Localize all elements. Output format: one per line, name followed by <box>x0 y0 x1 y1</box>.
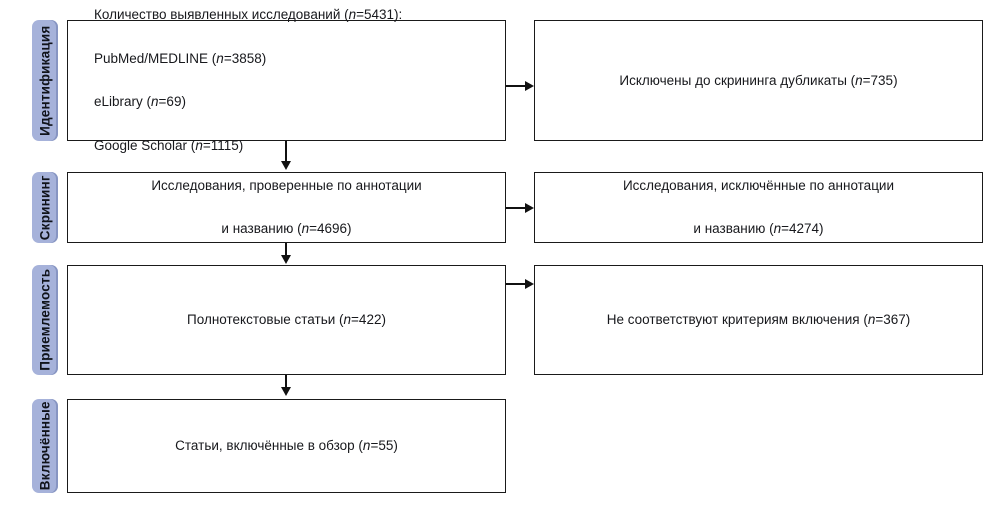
stage-chip-eligibility: Приемлемость <box>32 265 58 375</box>
stage-chip-included: Включённые <box>32 399 58 493</box>
identified-line-2: PubMed/MEDLINE (n=3858) <box>94 50 267 66</box>
stage-label-identification: Идентификация <box>37 25 53 136</box>
box-studies-included: Статьи, включённые в обзор (n=55) <box>67 399 506 493</box>
screened-line-1: Исследования, проверенные по аннотации <box>151 177 422 193</box>
identified-line-1: Количество выявленных исследований (n=54… <box>94 7 403 22</box>
connector-fulltext-to-included <box>285 375 287 389</box>
screened-excluded-line-1: Исследования, исключённые по аннотации <box>622 177 895 193</box>
connector-screened-to-excluded <box>506 207 527 209</box>
stage-label-screening: Скрининг <box>37 175 53 240</box>
box-fulltext-excluded-text: Не соответствуют критериям включения (n=… <box>606 312 911 328</box>
connector-identified-to-duplicates <box>506 85 527 87</box>
box-studies-included-text: Статьи, включённые в обзор (n=55) <box>175 438 398 454</box>
arrowhead-fulltext-to-excluded <box>525 278 534 289</box>
arrowhead-fulltext-to-included <box>280 387 291 396</box>
identified-line-3: eLibrary (n=69) <box>94 94 186 110</box>
box-duplicates-removed: Исключены до скрининга дубликаты (n=735) <box>534 20 983 141</box>
box-fulltext-assessed: Полнотекстовые статьи (n=422) <box>67 265 506 375</box>
identified-line-4: Google Scholar (n=1115) <box>94 138 244 154</box>
box-records-screened: Исследования, проверенные по аннотации и… <box>67 172 506 243</box>
box-records-identified: Количество выявленных исследований (n=54… <box>67 7 506 153</box>
stage-label-eligibility: Приемлемость <box>37 269 53 371</box>
connector-fulltext-to-excluded <box>506 283 527 285</box>
arrowhead-identified-to-duplicates <box>525 80 534 91</box>
arrowhead-screened-to-fulltext <box>280 255 291 264</box>
box-fulltext-assessed-text: Полнотекстовые статьи (n=422) <box>187 312 386 328</box>
arrowhead-identified-to-screened <box>280 161 291 170</box>
connector-screened-to-fulltext <box>285 243 287 257</box>
stage-label-included: Включённые <box>37 401 53 491</box>
stage-chip-identification: Идентификация <box>32 20 58 141</box>
box-duplicates-removed-text: Исключены до скрининга дубликаты (n=735) <box>619 72 898 88</box>
box-records-screened-text: Исследования, проверенные по аннотации и… <box>68 153 505 262</box>
stage-chip-screening: Скрининг <box>32 172 58 243</box>
box-records-identified-text: Количество выявленных исследований (n=54… <box>68 0 505 179</box>
connector-identified-to-screened <box>285 141 287 163</box>
screened-line-2: и названию (n=4696) <box>221 221 352 237</box>
arrowhead-screened-to-excluded <box>525 202 534 213</box>
box-records-excluded: Исследования, исключённые по аннотации и… <box>534 172 983 243</box>
box-fulltext-excluded: Не соответствуют критериям включения (n=… <box>534 265 983 375</box>
screened-excluded-line-2: и названию (n=4274) <box>693 221 824 237</box>
box-records-excluded-text: Исследования, исключённые по аннотации и… <box>535 153 982 262</box>
